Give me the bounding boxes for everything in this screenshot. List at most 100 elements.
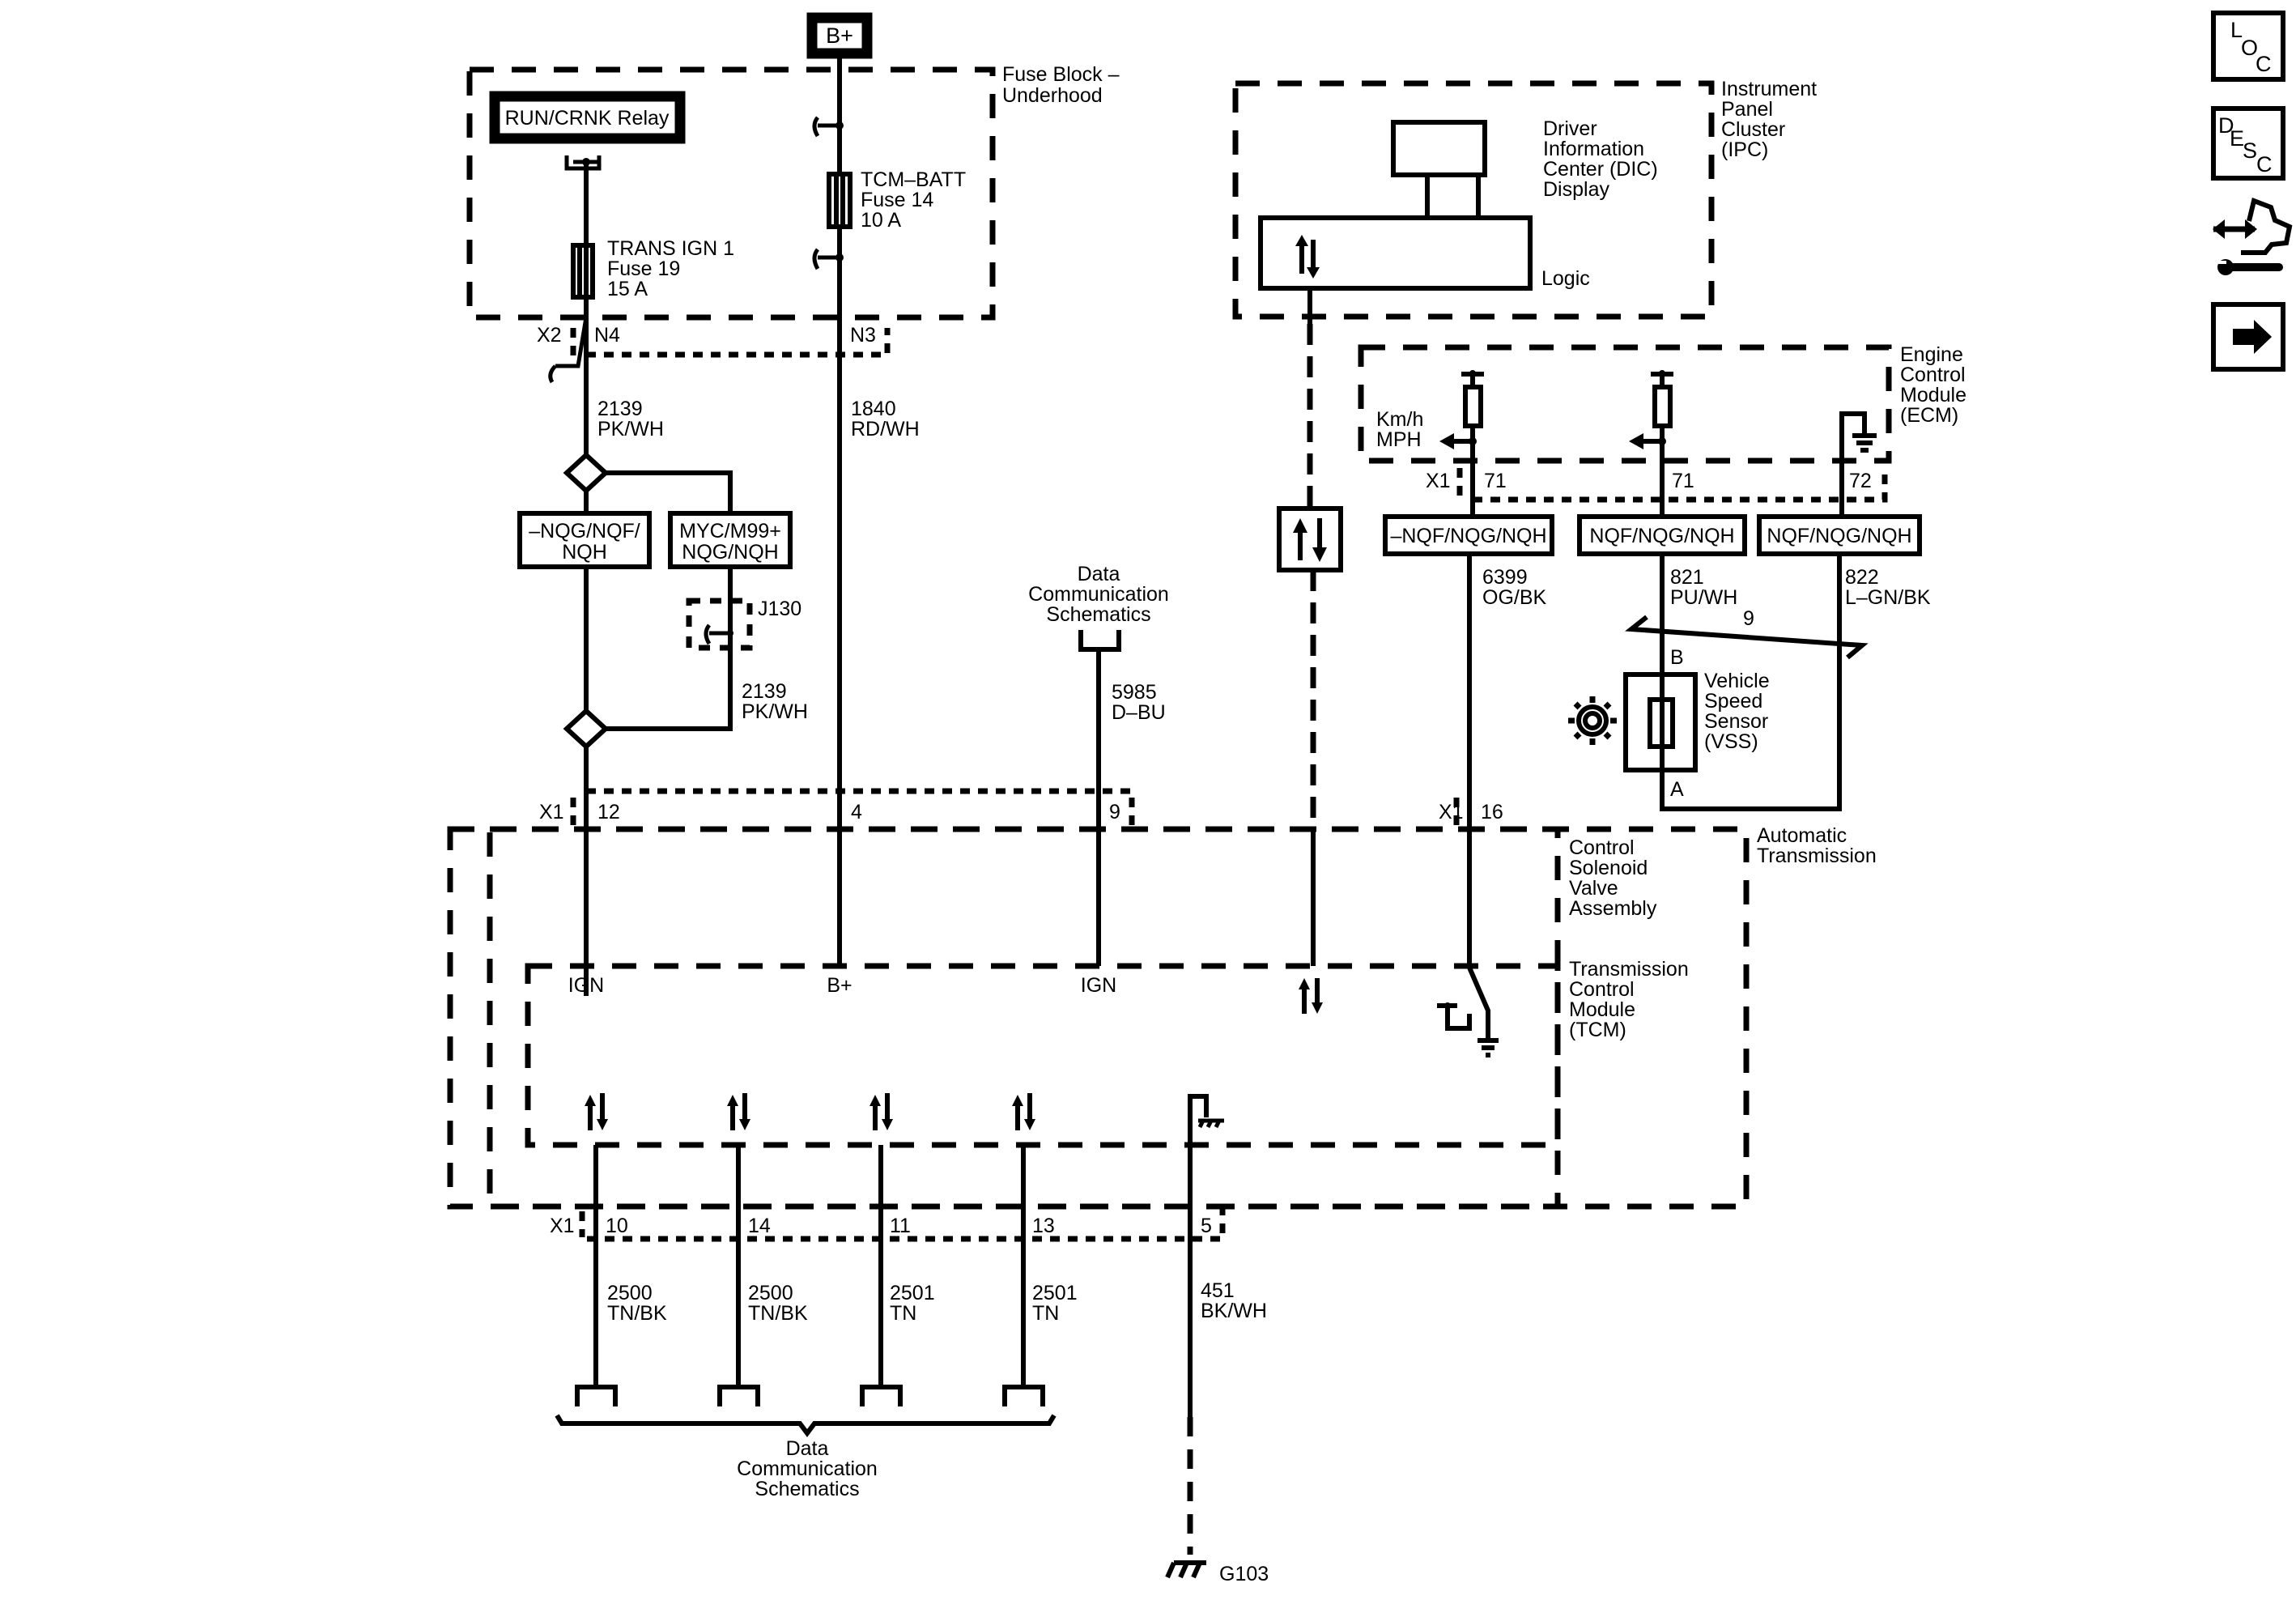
- wire-2500a-number: 2500: [607, 1282, 653, 1304]
- tcm-ign-2: IGN: [1081, 974, 1116, 997]
- ipc-outline: [1232, 80, 1715, 320]
- wire-2500b-color: TN/BK: [748, 1302, 808, 1325]
- run-crnk-relay[interactable]: [489, 91, 686, 144]
- data-comm-connector-4[interactable]: [1002, 1385, 1045, 1406]
- option-right-line1: MYC/M99+: [679, 520, 781, 543]
- bidirectional-arrow-icon: [1295, 235, 1320, 279]
- next-button[interactable]: [2211, 302, 2285, 372]
- twisted-pair-marker: [1625, 615, 1869, 660]
- bidirectional-arrow-icon: [1299, 978, 1323, 1014]
- wire-5985-color: D–BU: [1112, 701, 1166, 724]
- option-box-right: [668, 511, 793, 569]
- auto-trans-label-1: Automatic: [1757, 824, 1847, 847]
- ecm-label-2: Control: [1900, 364, 1966, 386]
- data-wires-bottom: [593, 1145, 1026, 1387]
- bidirectional-arrow-icon: [870, 1093, 893, 1130]
- wire-6399-number: 6399: [1482, 566, 1528, 589]
- x2-label: X2: [537, 324, 562, 347]
- pin-12: 12: [597, 801, 620, 823]
- fuse-19-name: TRANS IGN 1: [607, 237, 734, 260]
- vss-pin-a: A: [1670, 778, 1684, 801]
- wire-2501a-number: 2501: [890, 1282, 935, 1304]
- desc-button[interactable]: D E S C: [2211, 106, 2285, 181]
- ipc-label-4: (IPC): [1721, 138, 1768, 161]
- n3-label: N3: [850, 324, 876, 347]
- tcm-label-2: Control: [1569, 978, 1635, 1001]
- dic-label-3: Center (DIC): [1543, 158, 1658, 181]
- pin-10: 10: [606, 1215, 628, 1237]
- wire-2139-number: 2139: [597, 398, 643, 420]
- desc-s: S: [2243, 138, 2257, 163]
- wire-2500b-number: 2500: [748, 1282, 793, 1304]
- pin-4: 4: [851, 801, 862, 823]
- x2-connector-break: [548, 317, 589, 384]
- bidirectional-arrow-icon: [1012, 1093, 1035, 1130]
- wire-451: [1188, 1094, 1209, 1417]
- wire-5985-number: 5985: [1112, 681, 1157, 704]
- bplus-source: B+: [806, 12, 873, 59]
- ecm-pin-71a: 71: [1484, 470, 1507, 492]
- data-comm-connector-3[interactable]: [860, 1385, 903, 1406]
- wire-821-color: PU/WH: [1670, 586, 1737, 609]
- wire-821-822-loop: [1660, 554, 1842, 811]
- j130-splice-pack: [686, 598, 753, 651]
- fuse-14-name: TCM–BATT: [861, 168, 966, 191]
- splice-diamond-top: [563, 451, 610, 495]
- desc-d: D: [2218, 113, 2234, 138]
- j130-label: J130: [758, 598, 801, 620]
- bidirectional-arrow-icon: [585, 1093, 608, 1130]
- data-comm-bottom-3: Schematics: [755, 1478, 859, 1500]
- pin-9: 9: [1109, 801, 1120, 823]
- ipc-label-3: Cluster: [1721, 118, 1785, 141]
- dic-label-1: Driver: [1543, 117, 1597, 140]
- ecm-label-4: (ECM): [1900, 404, 1958, 427]
- wire-2139b-color: PK/WH: [742, 700, 808, 723]
- loc-o: O: [2241, 36, 2258, 60]
- fuse-19-rating: 15 A: [607, 278, 648, 300]
- ipc-label-2: Panel: [1721, 98, 1773, 121]
- wire-822-color: L–GN/BK: [1845, 586, 1931, 609]
- ecm-pullup-resistor-2: [1652, 385, 1673, 428]
- wire-2139b-number: 2139: [742, 680, 787, 703]
- option-right-line2: NQG/NQH: [682, 541, 778, 564]
- mph-label: MPH: [1376, 428, 1422, 451]
- x1-bottom-label: X1: [550, 1215, 575, 1237]
- dic-display: [1391, 120, 1487, 177]
- ecm-pin-71b: 71: [1672, 470, 1694, 492]
- data-comm-top-1: Data: [1078, 563, 1120, 585]
- data-comm-top-2: Communication: [1028, 583, 1169, 606]
- loc-button[interactable]: L O C: [2211, 11, 2285, 82]
- wire-1840-number: 1840: [851, 398, 896, 420]
- ipc-label-1: Instrument: [1721, 78, 1817, 100]
- data-comm-top-connector[interactable]: [1078, 630, 1121, 652]
- wire-2501b-number: 2501: [1032, 1282, 1078, 1304]
- data-comm-bottom-2: Communication: [737, 1457, 878, 1480]
- vss-label-3: Sensor: [1704, 710, 1768, 733]
- bplus-label: B+: [826, 23, 853, 48]
- data-comm-brace: [555, 1414, 1057, 1437]
- wire-821-number: 821: [1670, 566, 1704, 589]
- tcm-ign-1: IGN: [568, 974, 604, 997]
- serial-data-box: [1277, 506, 1343, 572]
- vss-sensor: [1623, 672, 1698, 772]
- option-left-line2: NQH: [562, 541, 607, 564]
- fuse-block-outline: [466, 66, 996, 321]
- x1-top-label: X1: [539, 801, 564, 823]
- tcm-chassis-ground-icon: [1197, 1118, 1224, 1129]
- desc-e: E: [2230, 126, 2244, 151]
- tcm-label-3: Module: [1569, 998, 1635, 1021]
- bidirectional-arrow-icon: [727, 1093, 750, 1130]
- csva-label-4: Assembly: [1569, 897, 1657, 920]
- data-comm-connector-1[interactable]: [575, 1385, 618, 1406]
- option-box-left: [517, 511, 652, 569]
- wire-6399: [1467, 554, 1490, 1040]
- connector-repair-icon[interactable]: [2213, 197, 2293, 275]
- connector-x1-top: [586, 788, 1135, 826]
- tcm-outline: [525, 963, 1561, 1148]
- twist-label: 9: [1743, 607, 1754, 630]
- data-comm-connector-2[interactable]: [717, 1385, 760, 1406]
- ecm-pullup-resistor-1: [1463, 385, 1483, 428]
- ipc-logic: [1258, 215, 1533, 291]
- loc-l: L: [2230, 18, 2243, 42]
